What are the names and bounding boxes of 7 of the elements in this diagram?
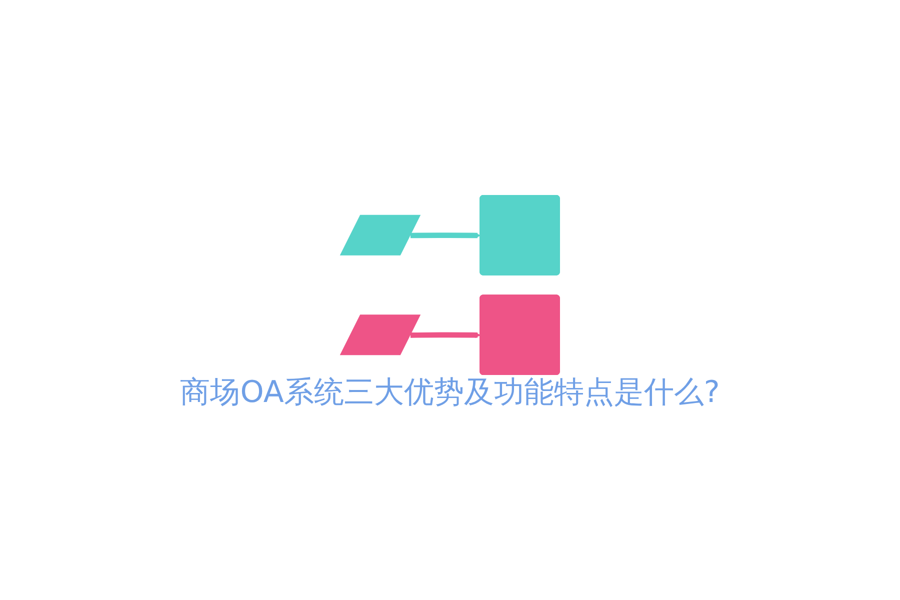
parallelogram-shape [340,314,421,356]
parallelogram-shape [340,214,421,256]
arrow [410,232,480,238]
arrow [410,332,480,338]
rounded-box [480,294,560,376]
title: 商场OA系统三大优势及功能特点是什么? [179,374,721,412]
rounded-box [480,194,560,276]
